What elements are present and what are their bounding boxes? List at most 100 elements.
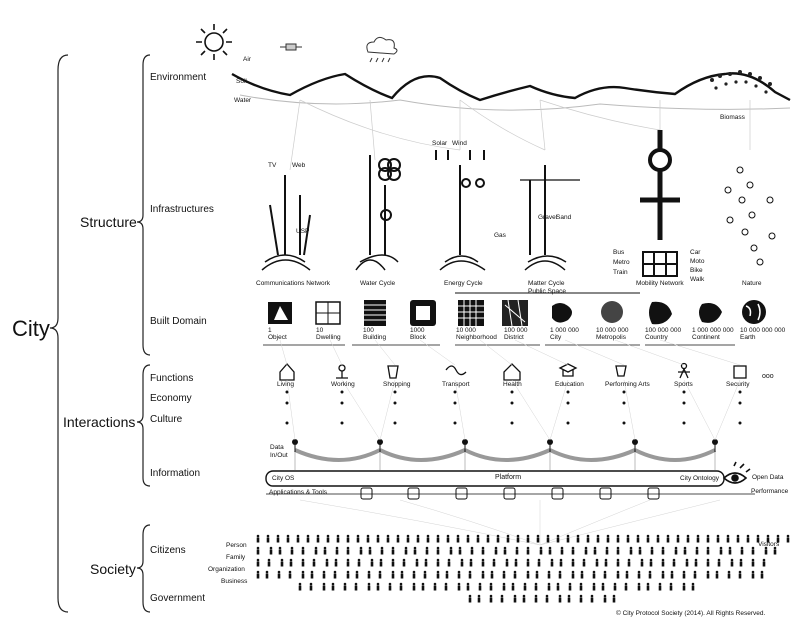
person-icon [406,534,410,543]
person-icon [466,582,470,591]
person-icon [470,546,474,555]
visitors-label: Visitors [758,541,780,548]
person-icon [682,570,686,579]
infra-label-car: Car [690,249,701,256]
person-icon [695,546,699,555]
person-icon [378,570,382,579]
eye-icon [722,461,751,484]
person-icon [648,570,652,579]
infra-label-wind: Wind [452,140,467,147]
person-icon [626,534,630,543]
person-icon [269,546,273,555]
person-icon [616,558,620,567]
water-label: Water [234,97,252,104]
function-shopping: Shopping [383,381,411,388]
person-icon [605,546,609,555]
person-icon [756,534,760,543]
person-icon [656,534,660,543]
function-performing-arts: Performing Arts [605,381,650,388]
person-icon [444,582,448,591]
person-icon [265,570,269,579]
person-icon [604,558,608,567]
person-icon [534,594,538,603]
person-icon [447,558,451,567]
person-icon [325,558,329,567]
person-icon [693,570,697,579]
environment-label: Environment [150,72,207,83]
soil-label: Soil [236,78,247,85]
person-icon [266,534,270,543]
person-icon [706,570,710,579]
person-icon [764,546,768,555]
person-icon [289,558,293,567]
person-icon [682,582,686,591]
platform-label: Platform [495,474,522,481]
person-icon [415,558,419,567]
person-icon [646,534,650,543]
person-icon [426,534,430,543]
person-icon [288,570,292,579]
person-icon [436,546,440,555]
person-icon [670,570,674,579]
structure-label: Structure [80,214,137,230]
person-icon [477,594,481,603]
person-icon [727,570,731,579]
function-security: Security [726,381,750,388]
person-icon [445,570,449,579]
person-icon [278,546,282,555]
person-icon [460,558,464,567]
person-icon [672,558,676,567]
person-icon [400,570,404,579]
person-icon [402,558,406,567]
person-icon [335,546,339,555]
person-icon [280,558,284,567]
person-icon [359,546,363,555]
person-icon [526,558,530,567]
person-icon [546,534,550,543]
infra-label-sand: Sand [556,214,572,221]
person-icon [357,558,361,567]
matter-cycle-graphic [520,165,580,271]
app-icons [360,487,660,500]
infra-label-tv: TV [268,162,277,169]
data-nodes [292,439,718,445]
person-icon [391,558,395,567]
person-icon [576,534,580,543]
person-icon [613,582,617,591]
person-icon [457,570,461,579]
person-icon [547,570,551,579]
person-icon [683,546,687,555]
person-icon [256,570,260,579]
person-icon [669,582,673,591]
person-icon [566,534,570,543]
person-icon [336,534,340,543]
person-icon [691,582,695,591]
mobility-network-graphic [640,130,680,277]
person-icon [346,558,350,567]
person-icon [624,582,628,591]
person-icon [490,570,494,579]
person-icon [728,546,732,555]
person-icon [523,582,527,591]
person-icon [640,558,644,567]
person-icon [559,558,563,567]
person-icon [696,534,700,543]
interactions-label: Interactions [63,414,136,430]
person-icon [612,594,616,603]
person-icon [584,546,588,555]
person-icon [458,546,462,555]
person-icon [676,534,680,543]
person-icon [500,594,504,603]
air-label: Air [243,56,251,63]
cycle-label-energy: Energy Cycle [444,280,483,287]
person-icon [548,546,552,555]
data-flow [294,448,716,462]
citizen-person: Person [226,542,247,549]
infra-label-moto: Moto [690,258,705,265]
built-domain-label: Built Domain [150,316,207,327]
apps-tools-label: Applications & Tools [269,489,328,496]
person-icon [322,582,326,591]
function-transport: Transport [442,381,470,388]
data-inout-label: Data In/Out [270,444,288,459]
